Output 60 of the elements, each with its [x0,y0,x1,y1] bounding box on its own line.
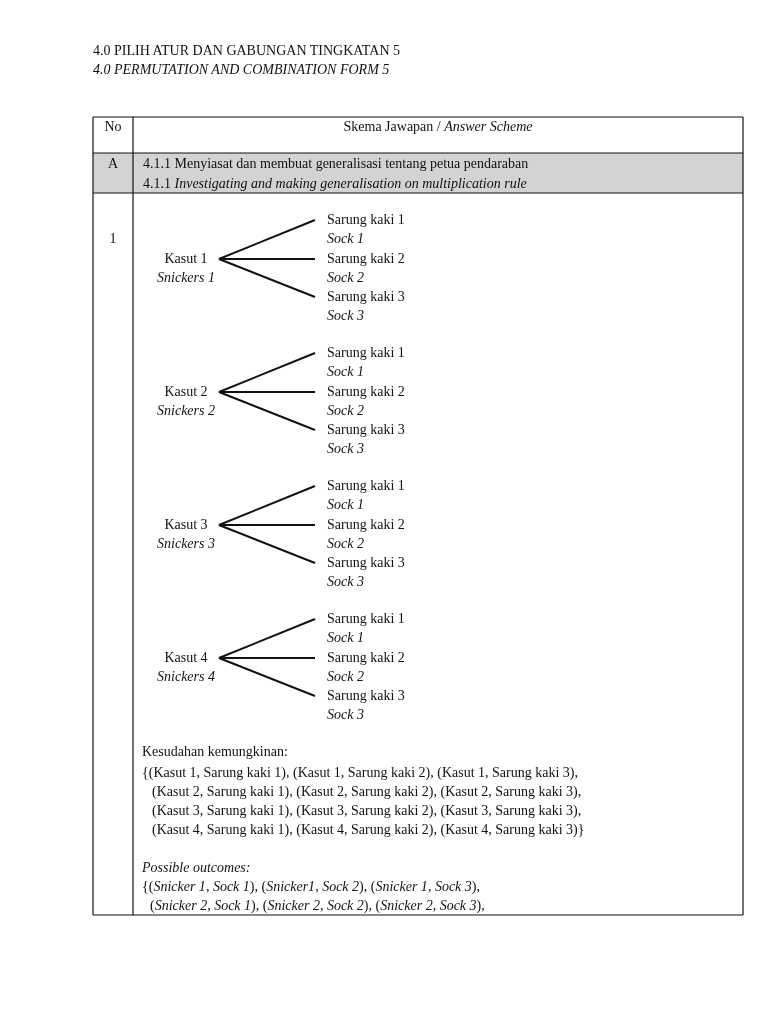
tree-branch [217,391,316,393]
tree-label: Sock 2 [327,535,365,553]
tree-label: Sock 3 [327,440,365,458]
tree-branch [217,352,316,393]
outcome-line: (Snicker 2, Sock 1), (Snicker 2, Sock 2), (Snicker 2, Sock 3), [150,897,485,915]
tree-label: Sock 1 [327,629,365,647]
tree-label: Snickers 2 [157,402,215,420]
question-number: 1 [109,230,117,248]
tree-label: Sarung kaki 2 [327,516,405,534]
tree-label: Snickers 3 [157,535,215,553]
tree-label: Kasut 1 [163,250,209,268]
tree-label: Sock 1 [327,230,365,248]
tree-branch [217,258,316,298]
tree-label: Sock 3 [327,706,365,724]
tree-branch [217,485,316,526]
tree-label: Kasut 4 [163,649,209,667]
tree-label: Sarung kaki 2 [327,649,405,667]
tree-branch [217,524,316,564]
tree-branch [217,219,316,260]
tree-branch [217,524,316,526]
tree-label: Sarung kaki 1 [327,211,405,229]
tree-label: Sarung kaki 3 [327,687,405,705]
tree-label: Sock 2 [327,269,365,287]
outcome-line: (Kasut 3, Sarung kaki 1), (Kasut 3, Sarung kaki 2), (Kasut 3, Sarung kaki 3), [152,802,582,820]
tree-label: Kasut 3 [163,516,209,534]
tree-label: Sock 2 [327,402,365,420]
tree-label: Kasut 2 [163,383,209,401]
tree-label: Sarung kaki 3 [327,554,405,572]
tree-label: Sock 1 [327,363,365,381]
tree-label: Sarung kaki 2 [327,250,405,268]
outcome-line: (Kasut 2, Sarung kaki 1), (Kasut 2, Sarung kaki 2), (Kasut 2, Sarung kaki 3), [152,783,582,801]
tree-label: Sock 3 [327,307,365,325]
tree-label: Sarung kaki 1 [327,610,405,628]
section-title: 4.1.1 Menyiasat dan membuat generalisasi tentang petua pendaraban [143,155,529,173]
tree-label: Sarung kaki 2 [327,383,405,401]
tree-branch [217,657,316,659]
tree-label: Snickers 4 [157,668,215,686]
tree-label: Sarung kaki 1 [327,344,405,362]
row-label: A [107,155,119,173]
tree-label: Snickers 1 [157,269,215,287]
outcome-line: {(Snicker 1, Sock 1), (Snicker1, Sock 2), (Snicker 1, Sock 3), [142,878,480,896]
tree-label: Sock 1 [327,496,365,514]
column-header: Skema Jawapan / Answer Scheme [343,118,533,136]
outcome-line: {(Kasut 1, Sarung kaki 1), (Kasut 1, Sarung kaki 2), (Kasut 1, Sarung kaki 3), [142,764,578,782]
outcome-line: (Kasut 4, Sarung kaki 1), (Kasut 4, Sarung kaki 2), (Kasut 4, Sarung kaki 3)} [152,821,585,839]
outcome-heading: Possible outcomes: [142,859,251,877]
tree-label: Sock 2 [327,668,365,686]
tree-branch [217,657,316,697]
section-title: 4.1.1 Investigating and making generalisation on multiplication rule [143,175,527,193]
tree-branch [217,391,316,431]
tree-branch [217,618,316,659]
column-header: No [104,118,122,136]
tree-label: Sarung kaki 1 [327,477,405,495]
tree-label: Sock 3 [327,573,365,591]
tree-label: Sarung kaki 3 [327,421,405,439]
outcome-heading: Kesudahan kemungkinan: [142,743,288,761]
tree-branch [217,258,316,260]
heading: 4.0 PERMUTATION AND COMBINATION FORM 5 [93,61,390,79]
heading: 4.0 PILIH ATUR DAN GABUNGAN TINGKATAN 5 [93,42,400,60]
tree-label: Sarung kaki 3 [327,288,405,306]
